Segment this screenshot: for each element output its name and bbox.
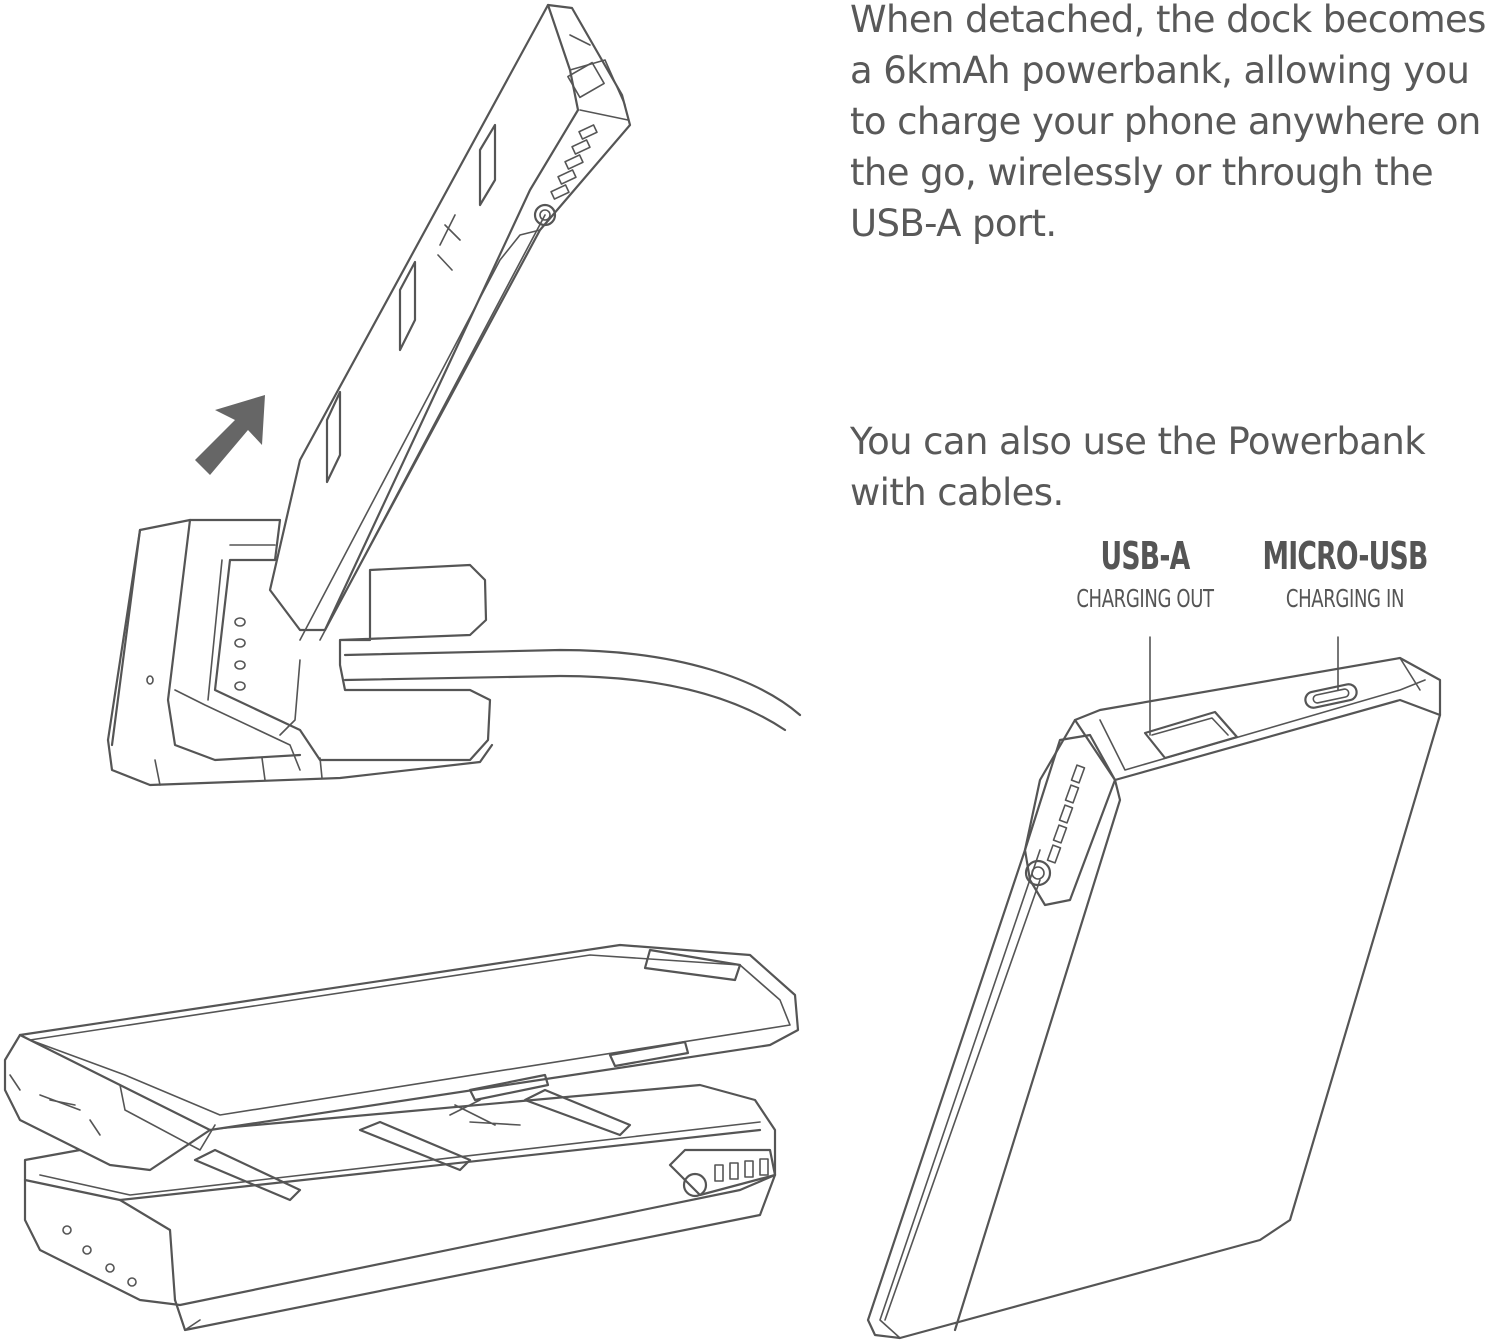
product-illustrations bbox=[3, 3, 1442, 1340]
text-line: a 6kmAh powerbank, allowing you bbox=[850, 49, 1470, 92]
text-line: the go, wirelessly or through the bbox=[850, 151, 1434, 194]
text-line: USB-A port. bbox=[850, 202, 1057, 245]
text-line: You can also use the Powerbank bbox=[850, 420, 1426, 463]
micro-usb-label: MICRO-USB bbox=[1262, 534, 1428, 578]
cables-description: You can also use the Powerbank with cabl… bbox=[850, 416, 1426, 518]
dock-illustration bbox=[106, 3, 802, 787]
text-line: When detached, the dock becomes bbox=[850, 0, 1486, 41]
usb-a-label: USB-A bbox=[1100, 534, 1191, 578]
micro-usb-sublabel: CHARGING IN bbox=[1285, 584, 1405, 613]
powerbank-ports-illustration bbox=[866, 636, 1442, 1340]
wireless-charging-illustration bbox=[3, 943, 800, 1332]
text-line: to charge your phone anywhere on bbox=[850, 100, 1481, 143]
detached-description: When detached, the dock becomes a 6kmAh … bbox=[850, 0, 1486, 249]
text-line: with cables. bbox=[850, 471, 1064, 514]
usb-a-sublabel: CHARGING OUT bbox=[1076, 584, 1214, 613]
